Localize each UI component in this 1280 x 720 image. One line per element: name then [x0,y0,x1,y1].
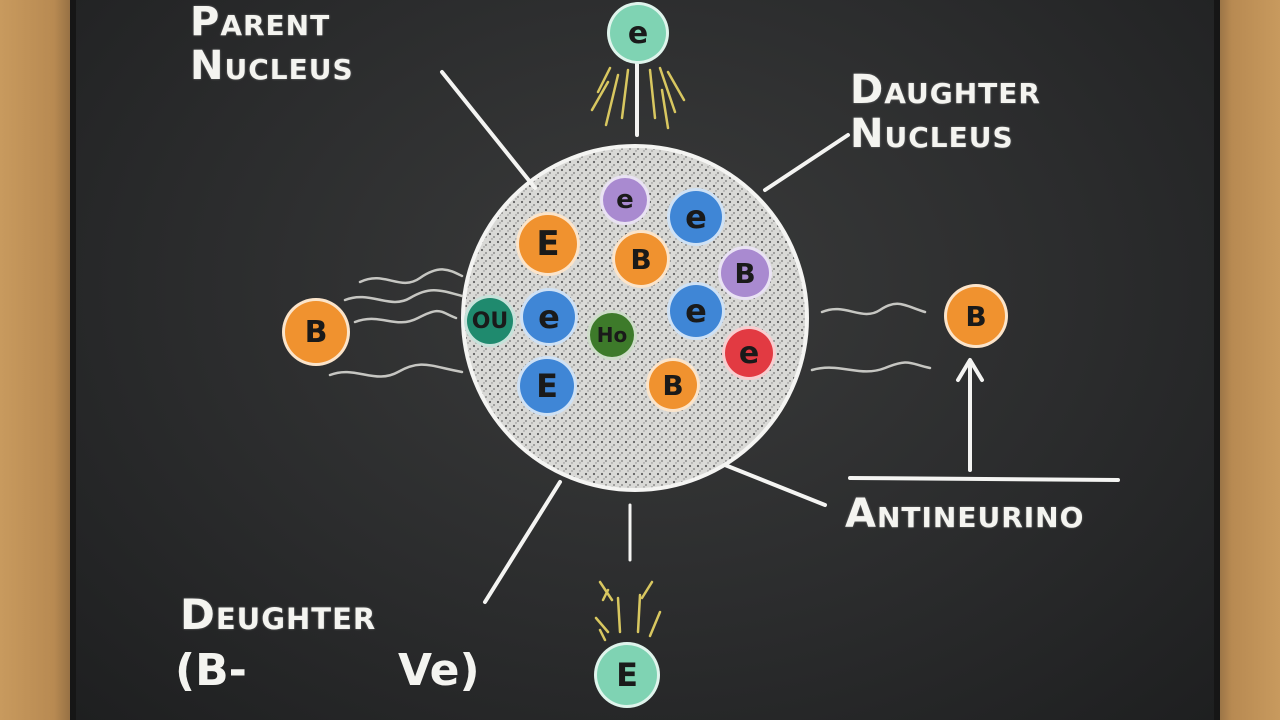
nucleus-particle: B [718,246,772,300]
antineutrino-base-line [848,476,1120,482]
nucleus-particle: OU [464,295,516,347]
daughter-nucleus-line2: Nucleus [850,111,1014,157]
parent-nucleus-line1: Parent [190,0,331,45]
nucleus-particle: B [646,358,700,412]
emitted-particle-right: B [944,284,1008,348]
top-emission-rays [590,66,686,130]
bottom-emission-rays [594,580,662,642]
nucleus-particle: Ho [587,310,637,360]
antineutrino-arrow-head [956,358,984,382]
nucleus-particle: e [667,188,725,246]
emitted-particle-bottom: E [594,642,660,708]
emitted-particle-left: B [282,298,350,366]
parent-nucleus-line2: Nucleus [190,43,354,89]
deughter-label: Deughter [180,590,377,639]
emitted-particle-top: e [607,2,669,64]
nucleus-particle: E [516,212,580,276]
daughter-nucleus-line1: Daughter [850,67,1041,113]
equation-left: (B- [175,645,247,696]
antineutrino-label: Antineurino [845,491,1085,537]
right-wave-lines [810,302,932,373]
pointer-parent-nucleus [440,70,537,190]
nucleus-particle: e [600,175,650,225]
nucleus-particle: e [722,326,776,380]
nucleus-particle: e [520,288,578,346]
nucleus-particle: B [612,230,670,288]
daughter-nucleus-label: Daughter Nucleus [850,68,1041,156]
nucleus-particle: e [667,282,725,340]
pointer-daughter-nucleus [763,133,850,192]
nucleus-particle: E [517,356,577,416]
left-wave-lines [328,268,464,378]
pointer-deughter [483,480,562,604]
pointer-antineutrino [723,463,827,507]
parent-nucleus-label: Parent Nucleus [190,0,354,88]
equation-right: Ve) [398,645,480,696]
